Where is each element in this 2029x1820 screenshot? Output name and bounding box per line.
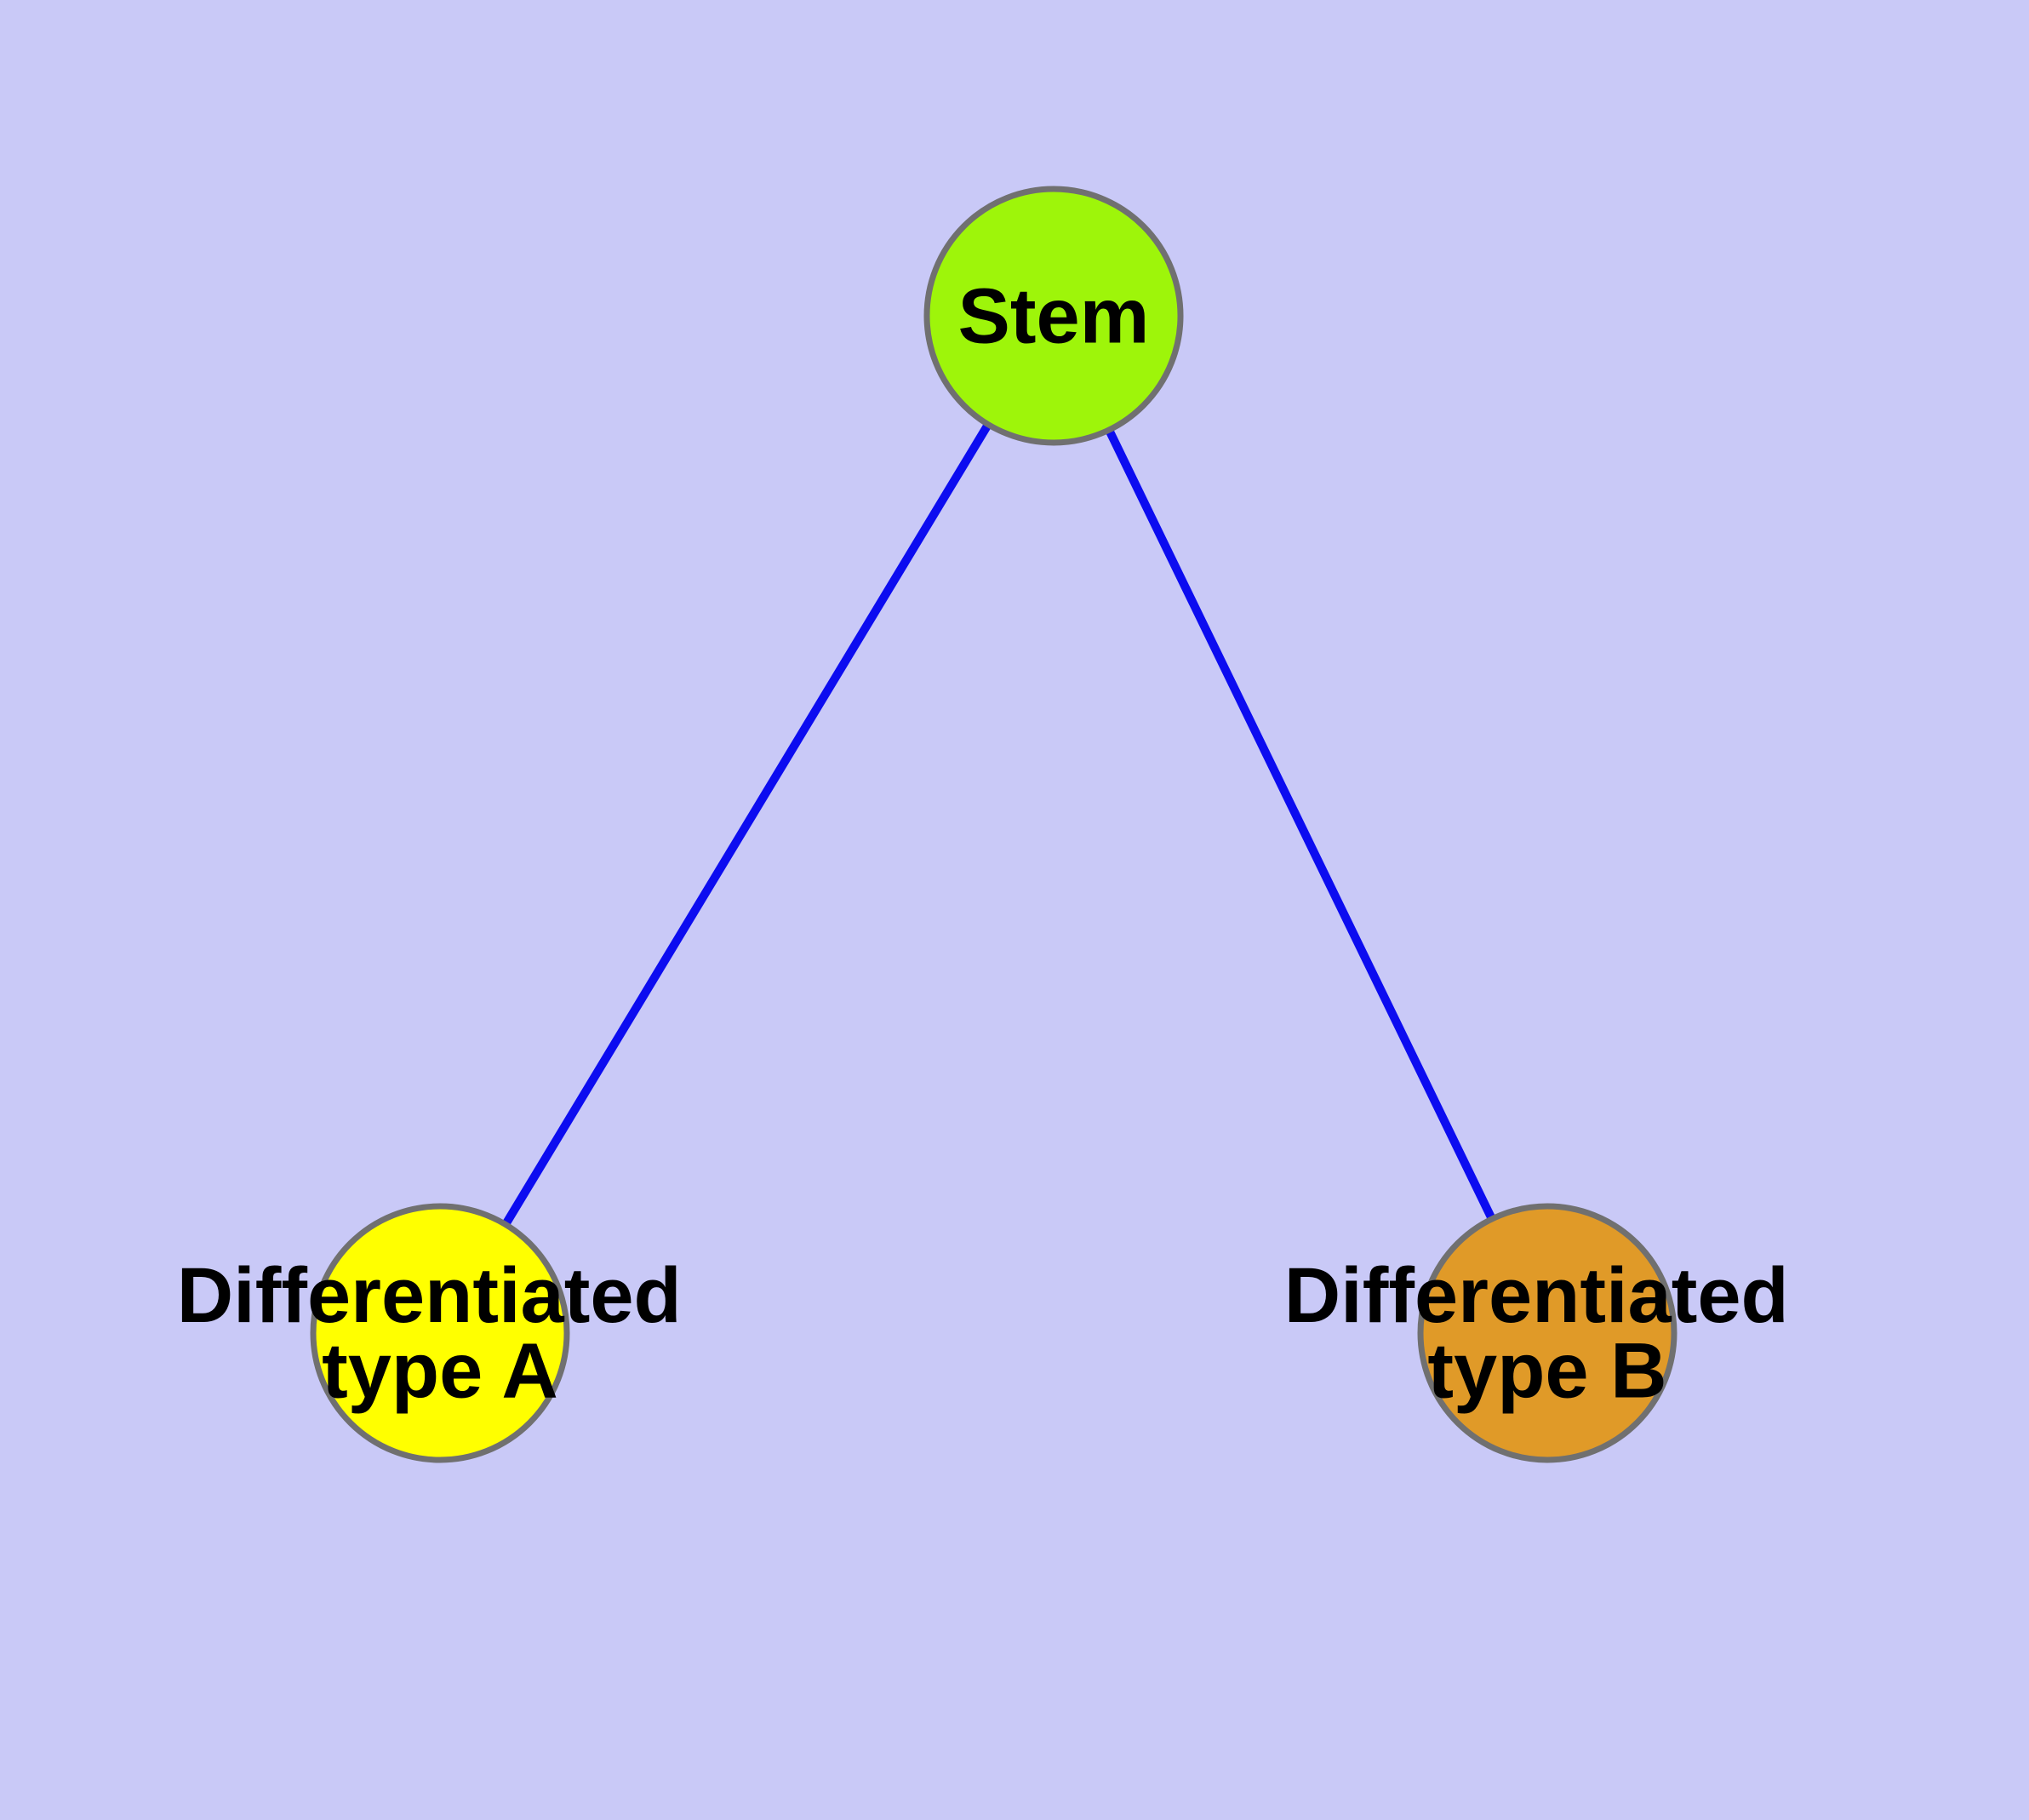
node-differentiated-type-a-label-line-1: Differentiated [177, 1252, 682, 1339]
node-stem-label-line-1: Stem [958, 272, 1150, 359]
node-stem[interactable] [923, 186, 1184, 446]
node-differentiated-type-a-circle[interactable] [310, 1203, 570, 1463]
node-differentiated-type-b-label: Differentiated type B [1284, 1252, 1811, 1414]
labels-layer: Stem Differentiated type A Differentiate… [177, 272, 1811, 1414]
node-differentiated-type-a-label: Differentiated type A [177, 1252, 704, 1414]
nodes-layer [310, 186, 1677, 1463]
edge-stem-to-differentiated-type-a[interactable] [501, 421, 992, 1228]
node-differentiated-type-b-label-line-2: type B [1427, 1327, 1666, 1414]
node-stem-label: Stem [958, 272, 1150, 359]
edges-layer [501, 421, 1496, 1228]
edge-stem-to-differentiated-type-b[interactable] [1105, 427, 1496, 1222]
node-differentiated-type-a-label-line-2: type A [322, 1327, 558, 1414]
node-differentiated-type-b-label-line-1: Differentiated [1284, 1252, 1789, 1339]
node-differentiated-type-b-circle[interactable] [1417, 1203, 1677, 1463]
node-differentiated-type-b[interactable] [1417, 1203, 1677, 1463]
node-stem-circle[interactable] [923, 186, 1184, 446]
node-differentiated-type-a[interactable] [310, 1203, 570, 1463]
